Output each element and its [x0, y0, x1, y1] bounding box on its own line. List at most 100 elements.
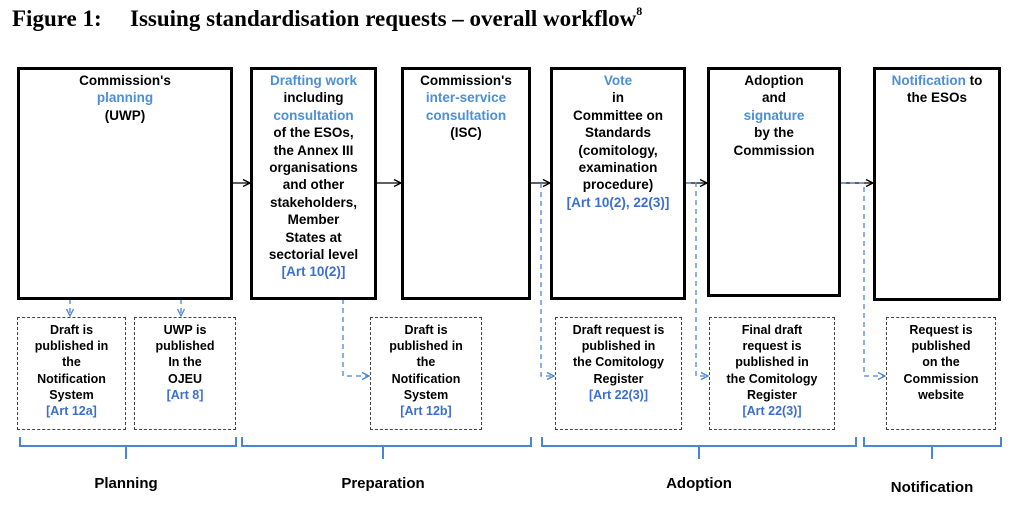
box-text-line: Committee on	[572, 107, 663, 123]
box-text-line: [Art 8]	[166, 387, 204, 402]
brace-planning	[19, 437, 237, 459]
box-text-line: Draft request is	[572, 323, 665, 337]
box-text-line: published in	[34, 339, 109, 354]
brace-notification	[863, 437, 1002, 459]
box-text-part: Notification	[891, 73, 966, 88]
box-text-line: Adoption	[744, 73, 804, 88]
box-text-line: examination	[578, 160, 658, 176]
box-text-line: published in	[735, 355, 809, 370]
figure-title: Figure 1: Issuing standardisation request…	[12, 4, 643, 32]
box-text-line: Request is	[909, 323, 973, 337]
phase-preparation: Preparation	[341, 475, 425, 492]
box-text-line: States at	[285, 229, 342, 245]
box-text-line: inter-service	[425, 90, 507, 106]
box-text-line: published	[911, 339, 971, 354]
box-text-line: Draft is	[49, 323, 94, 337]
box-text-line: System	[49, 387, 94, 402]
box-text-line: Draft is	[404, 323, 448, 337]
box-text-line: [Art 22(3)]	[588, 387, 649, 402]
box-text-line: of the ESOs,	[273, 125, 354, 141]
phase-notification: Notification	[890, 479, 974, 496]
box-text-line: published in	[389, 339, 463, 354]
box-text-line: Commission	[903, 371, 979, 386]
box-text-line: [Art 10(2), 22(3)]	[566, 194, 670, 210]
box-text-line: the ESOs	[906, 90, 968, 106]
arrow-to-draft-notification-2	[342, 299, 369, 376]
box-text-line: Notification	[37, 371, 106, 386]
box-text-line: organisations	[269, 160, 358, 176]
box-text-line: Drafting work	[269, 73, 357, 88]
box-text-line: Standards	[584, 125, 652, 141]
box-text-line: Vote	[603, 73, 633, 88]
brace-adoption	[541, 437, 857, 459]
box-text-line: [Art 10(2)]	[281, 264, 346, 280]
phase-braces	[19, 437, 1002, 459]
box-text-part: to	[965, 73, 983, 88]
box-text-line: (UWP)	[104, 107, 146, 123]
box-text-line: the Annex III	[273, 142, 354, 158]
box-text-line: the	[62, 355, 81, 370]
box-text-line: Final draft	[741, 323, 803, 337]
box-text-line: the Comitology	[726, 371, 818, 386]
box-text-line: including	[283, 90, 344, 106]
box-text-line: on the	[922, 355, 960, 370]
box-text-line: the	[416, 355, 436, 370]
box-text-line: consultation	[273, 107, 354, 123]
box-text-line: In the	[168, 355, 202, 370]
box-text-line: in	[612, 90, 624, 106]
box-text-line: Commission	[733, 142, 815, 158]
box-text-line: sectorial level	[268, 247, 359, 263]
box-text-line: System	[403, 387, 449, 402]
box-text-line: signature	[743, 107, 805, 123]
box-text-line: request is	[742, 339, 802, 354]
box-text-line: the Comitology	[573, 355, 664, 370]
box-text-line: by the	[754, 125, 794, 141]
box-text-line: Commission's	[79, 73, 171, 88]
arrow-to-comitology-register	[540, 183, 554, 376]
box-text-line: (comitology,	[578, 142, 658, 158]
box-text-line: Member	[287, 212, 340, 228]
box-text-line: Register	[746, 387, 798, 402]
box-text-line: [Art 12a]	[46, 404, 97, 419]
brace-preparation	[241, 437, 532, 459]
box-text-line: [Art 12b]	[400, 404, 452, 419]
box-text-line: published in	[581, 339, 656, 354]
step-commission-planning: Commission's planning(UWP)	[17, 67, 233, 300]
arrow-to-commission-website	[841, 182, 885, 376]
box-text-line: stakeholders,	[269, 194, 358, 210]
box-text-line: Notification to	[876, 72, 998, 89]
box-text-line: Register	[593, 371, 644, 386]
phase-planning: Planning	[94, 475, 158, 492]
box-text-line: and	[761, 90, 786, 106]
footnote-mark: 8	[636, 4, 643, 19]
box-text-line: OJEU	[167, 371, 203, 386]
figure-title-text: Issuing standardisation requests – overa…	[130, 6, 637, 31]
figure-label: Figure 1:	[12, 6, 102, 31]
box-text-line: website	[918, 387, 964, 402]
box-text-line: consultation	[425, 107, 507, 123]
box-text-line: planning	[96, 90, 154, 106]
box-text-line: [Art 22(3)]	[742, 404, 802, 419]
box-text-line: Commission's	[420, 73, 512, 88]
arrow-to-final-draft-register	[686, 182, 708, 376]
box-text-line: UWP is	[163, 323, 207, 337]
box-text-line: procedure)	[582, 177, 654, 193]
box-text-line: Notification	[391, 371, 461, 386]
output-arrows	[70, 182, 885, 376]
phase-adoption: Adoption	[666, 475, 732, 492]
box-text-line: (ISC)	[450, 125, 482, 141]
box-text-line: and other	[282, 177, 345, 193]
box-text-line: published	[155, 339, 215, 354]
